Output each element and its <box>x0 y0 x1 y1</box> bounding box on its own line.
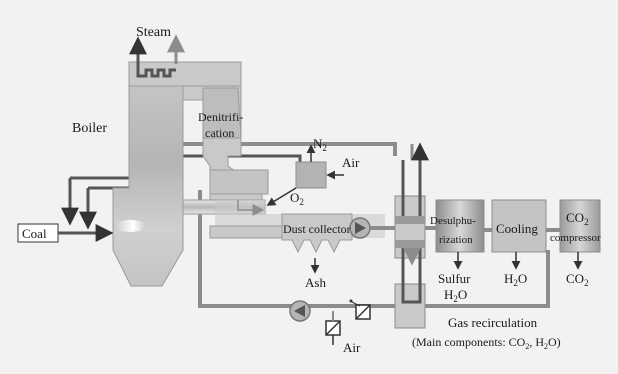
oxygen-separator <box>266 144 344 206</box>
flame-icon <box>114 220 146 232</box>
gas-gas-heater <box>394 142 429 329</box>
recirculation-fan-icon <box>289 300 311 322</box>
label-coal: Coal <box>22 226 47 241</box>
label-co2-compressor-top: CO2 <box>566 210 589 227</box>
coal-inlet <box>17 223 114 243</box>
label-dust-collector: Dust collector <box>283 222 351 236</box>
dust-collector <box>281 213 353 274</box>
denitrification-unit <box>182 85 269 201</box>
label-desulph-1: Desulphu- <box>430 215 476 227</box>
desulphurization-unit <box>435 199 485 270</box>
recirculation-filter-icon <box>349 299 371 320</box>
label-co2-out: CO2 <box>566 271 589 288</box>
label-desulph-2: rization <box>439 234 473 246</box>
label-ash: Ash <box>305 275 326 290</box>
label-cooling: Cooling <box>496 221 538 236</box>
label-compressor: compressor <box>550 232 601 244</box>
co2-compressor-unit <box>559 199 601 270</box>
steam-coil <box>129 34 185 78</box>
label-boiler: Boiler <box>72 121 107 136</box>
label-gas-recirculation: Gas recirculation <box>448 315 538 330</box>
label-denitrification-2: cation <box>205 126 234 140</box>
cooling-unit <box>491 199 547 270</box>
label-air-bottom: Air <box>343 340 361 355</box>
label-n2: N2 <box>313 136 327 153</box>
recirculation-piping <box>183 142 550 308</box>
label-o2: O2 <box>290 190 304 207</box>
label-h2o-desulph: H2O <box>444 287 467 304</box>
label-denitrification-1: Denitrifi- <box>198 110 243 124</box>
label-steam: Steam <box>136 25 171 40</box>
label-air-top: Air <box>342 155 360 170</box>
label-sulfur: Sulfur <box>438 271 471 286</box>
air-damper-icon <box>325 311 341 345</box>
label-main-components: (Main components: CO2, H2O) <box>412 335 561 351</box>
induced-draft-fan-icon <box>349 217 371 239</box>
label-h2o-cooling: H2O <box>504 271 527 288</box>
